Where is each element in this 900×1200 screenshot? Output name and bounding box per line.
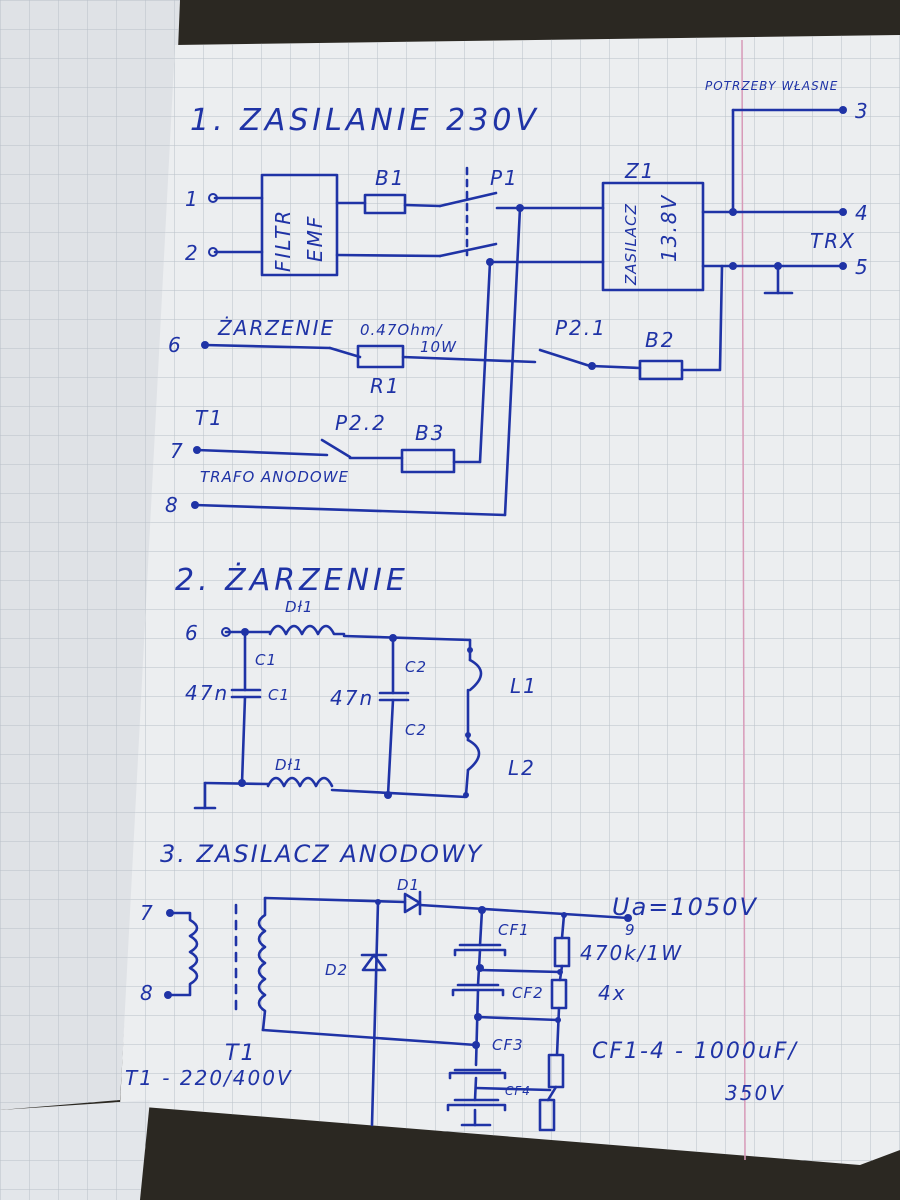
d2-label: D2 — [325, 961, 348, 979]
l1-label: L1 — [510, 674, 538, 698]
terminal-3: 3 — [855, 99, 870, 123]
terminal-2: 2 — [185, 241, 200, 265]
l2-label: L2 — [508, 756, 536, 780]
terminal-5: 5 — [855, 255, 870, 279]
fuse-b1-label: B1 — [375, 166, 405, 190]
section3-terminal-9: 9 — [625, 921, 636, 939]
psu-z1-label: Z1 — [624, 159, 655, 183]
trx-label: TRX — [810, 229, 856, 253]
fuse-b2-label: B2 — [645, 328, 675, 352]
switch-p22-label: P2.2 — [335, 411, 387, 435]
own-needs-label: POTRZEBY WŁASNE — [705, 79, 838, 93]
switch-p21-label: P2.1 — [555, 316, 607, 340]
c1-label-a: C1 — [255, 651, 277, 669]
resistor-value-label: 470k/1W — [580, 941, 683, 965]
fuse-b3-label: B3 — [415, 421, 445, 445]
section3-terminal-8: 8 — [140, 981, 155, 1005]
section3-title: 3. ZASILACZ ANODOWY — [160, 840, 484, 868]
choke-top-label: Dł1 — [285, 598, 313, 616]
section2-terminal-6: 6 — [185, 621, 200, 645]
psu-label-2: 13.8V — [657, 194, 681, 262]
margin-line — [741, 39, 746, 1161]
switch-p1-label: P1 — [490, 166, 519, 190]
trafo-spec-label: T1 - 220/400V — [125, 1066, 293, 1090]
terminal-1: 1 — [185, 187, 200, 211]
trafo-t1-label: T1 — [225, 1041, 256, 1066]
section1-title: 1. ZASILANIE 230V — [190, 103, 540, 138]
section3-terminal-7: 7 — [140, 901, 155, 925]
r1-power-label: 10W — [420, 338, 457, 356]
psu-label-1: ZASILACZ — [622, 203, 640, 286]
r1-value-label: 0.47Ohm/ — [360, 321, 443, 339]
t1-label: T1 — [195, 406, 224, 430]
choke-bottom-label: Dł1 — [275, 756, 303, 774]
cf4-label: CF4 — [505, 1084, 531, 1098]
caps-spec-line1: CF1-4 - 1000uF/ — [592, 1039, 798, 1064]
terminal-7: 7 — [170, 439, 185, 463]
filter-label-2: EMF — [303, 215, 327, 262]
terminal-6: 6 — [168, 333, 183, 357]
caps-spec-line2: 350V — [725, 1081, 785, 1105]
r1-label: R1 — [370, 374, 401, 398]
section2-title: 2. ŻARZENIE — [175, 562, 409, 598]
anode-trafo-label: TRAFO ANODOWE — [200, 468, 349, 486]
c1-value: 47n — [185, 681, 229, 705]
terminal-4: 4 — [855, 201, 870, 225]
c2-label-a: C2 — [405, 658, 427, 676]
anode-voltage-label: Ua=1050V — [612, 893, 758, 921]
terminal-8: 8 — [165, 493, 180, 517]
c2-label-b: C2 — [405, 721, 427, 739]
filter-label-1: FILTR — [271, 209, 295, 272]
c2-value: 47n — [330, 686, 374, 710]
heater-label: ŻARZENIE — [217, 316, 335, 340]
cf3-label: CF3 — [492, 1036, 524, 1054]
resistor-count-label: 4x — [598, 981, 627, 1005]
c1-label-b: C1 — [268, 686, 290, 704]
d1-label: D1 — [397, 876, 420, 894]
cf1-label: CF1 — [498, 921, 530, 939]
cf2-label: CF2 — [512, 984, 544, 1002]
